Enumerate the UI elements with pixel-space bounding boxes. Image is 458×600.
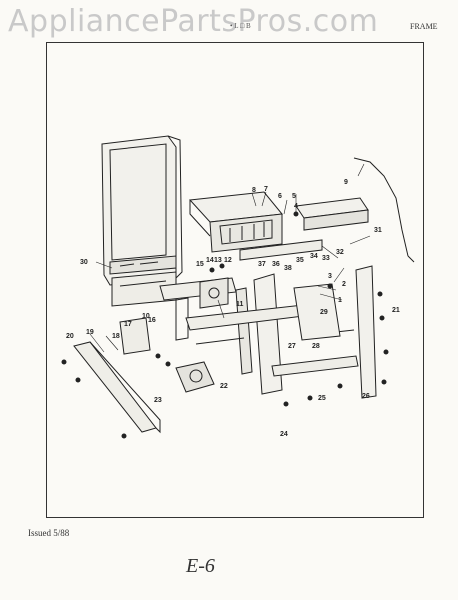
callout-10-a: 10 [142, 313, 150, 320]
callout-22: 22 [220, 383, 228, 390]
bottom-rail-drawing [73, 341, 161, 434]
callout-27: 27 [288, 343, 296, 350]
callout-20: 20 [66, 333, 74, 340]
callout-36: 36 [272, 261, 280, 268]
watermark: AppliancePartsPros.com [8, 4, 379, 39]
callout-2: 2 [342, 281, 346, 288]
callout-17: 17 [124, 321, 132, 328]
diagram-frame [46, 42, 424, 518]
top-cover-bracket-drawing [295, 197, 369, 231]
callout-25: 25 [318, 395, 326, 402]
callout-labels: 1 2 3 4 5 6 7 8 9 10 11 12 13 14 15 16 1… [66, 179, 400, 438]
callout-38: 38 [284, 265, 292, 272]
callout-28: 28 [312, 343, 320, 350]
callout-32: 32 [336, 249, 344, 256]
callout-11: 11 [236, 301, 244, 308]
callout-31: 31 [374, 227, 382, 234]
callout-19: 19 [86, 329, 94, 336]
callout-3: 3 [328, 273, 332, 280]
callout-26: 26 [362, 393, 370, 400]
callout-12: 12 [224, 257, 232, 264]
callout-23: 23 [154, 397, 162, 404]
callout-21: 21 [392, 307, 400, 314]
screws-drawing [61, 211, 389, 439]
callout-13: 13 [214, 257, 222, 264]
callout-18: 18 [112, 333, 120, 340]
door-panel-drawing [101, 135, 183, 307]
motor-assembly-drawing [119, 277, 229, 393]
callout-35: 35 [296, 257, 304, 264]
callout-29: 29 [320, 309, 328, 316]
control-panel-drawing [188, 191, 323, 261]
callout-16: 16 [148, 317, 156, 324]
callout-4: 4 [294, 203, 298, 210]
callout-24: 24 [280, 431, 288, 438]
callout-37: 37 [258, 261, 266, 268]
callout-1: 1 [338, 297, 342, 304]
page-code: E-6 [186, 555, 215, 577]
callout-9: 9 [344, 179, 348, 186]
callout-7: 7 [264, 186, 268, 193]
callout-14: 14 [206, 257, 214, 264]
callout-5: 5 [292, 193, 296, 200]
issued-date: Issued 5/88 [28, 528, 70, 538]
callout-30: 30 [80, 259, 88, 266]
power-cord-drawing [353, 157, 415, 263]
callout-6: 6 [278, 193, 282, 200]
callout-33: 33 [322, 255, 330, 262]
callout-8: 8 [252, 187, 256, 194]
callout-34: 34 [310, 253, 318, 260]
header-fragment: • L □ B [230, 22, 251, 30]
callout-15: 15 [196, 261, 204, 268]
section-title: FRAME [410, 22, 438, 31]
